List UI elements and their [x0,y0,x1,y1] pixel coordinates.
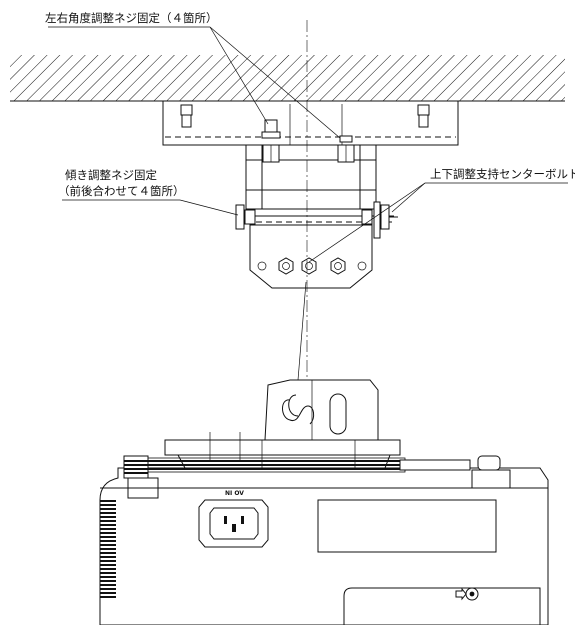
hook-plate [264,379,379,441]
projector-body: NI OV [99,455,549,625]
lower-plate [249,224,373,289]
hex-bolt [278,257,294,275]
mounting-plate [162,100,459,146]
leader-lines [48,26,568,263]
ceiling-hatch [10,55,565,102]
hex-bolt [261,119,281,139]
label-tilt-screw-line2: （前後合わせて４箇所） [58,184,185,198]
power-inlet-icon [198,499,269,548]
label-center-bolt: 上下調整支持センターボルト [430,167,575,181]
hex-bolt [330,257,346,275]
bracket [245,144,377,210]
label-tilt-screw-line1: 傾き調整ネジ固定 [65,168,157,182]
label-lr-angle-screw: 左右角度調整ネジ固定（４箇所） [45,11,218,25]
power-marking: NI OV [225,490,244,497]
hex-bolt [301,257,317,275]
hex-bolt [180,104,193,128]
hex-bolt [417,104,430,128]
lock-icon [455,587,479,601]
hex-bolt [339,135,353,143]
